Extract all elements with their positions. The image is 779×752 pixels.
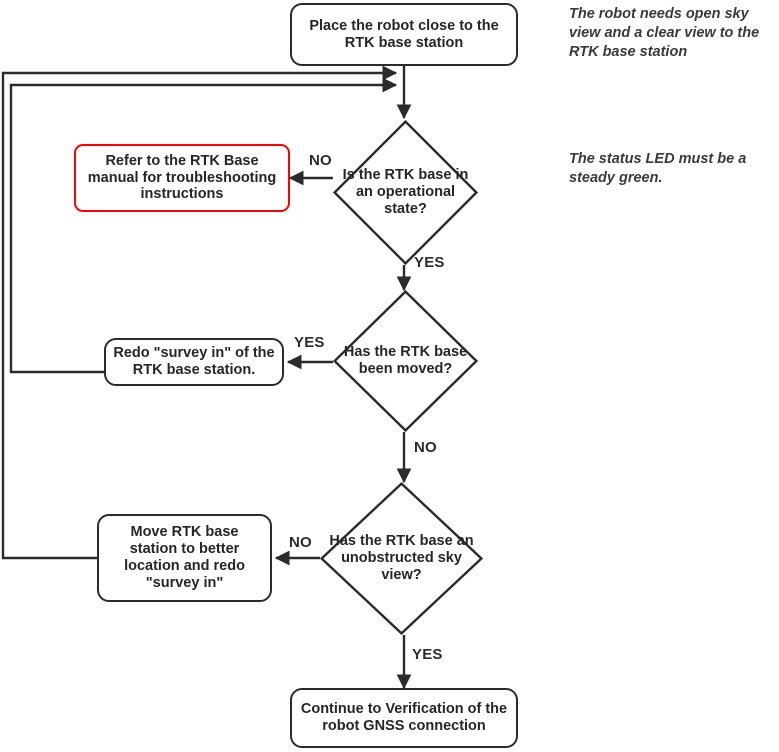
edge-label-operational-yes: YES xyxy=(414,254,445,271)
edge-label-moved-yes: YES xyxy=(294,334,325,351)
node-place-robot-label: Place the robot close to the RTK base st… xyxy=(309,17,499,51)
edge-label-moved-no: NO xyxy=(414,439,437,456)
decision-operational-shape xyxy=(332,119,479,266)
node-continue-verification-label: Continue to Verification of the robot GN… xyxy=(300,701,508,734)
node-decision-sky-view[interactable]: Has the RTK base an unobstructed sky vie… xyxy=(319,481,484,636)
edge-feedback-move-base xyxy=(1,65,398,560)
edge-feedback-redo-survey xyxy=(9,77,398,374)
note-status-led: The status LED must be a steady green. xyxy=(569,151,747,187)
node-refer-manual[interactable]: Refer to the RTK Base manual for trouble… xyxy=(74,144,290,212)
node-refer-manual-label: Refer to the RTK Base manual for trouble… xyxy=(87,152,277,203)
node-continue-verification[interactable]: Continue to Verification of the robot GN… xyxy=(290,688,518,748)
node-redo-survey-label: Redo "survey in" of the RTK base station… xyxy=(113,345,275,378)
node-decision-moved[interactable]: Has the RTK base been moved? xyxy=(332,289,479,433)
decision-moved-shape xyxy=(332,289,479,433)
node-redo-survey[interactable]: Redo "survey in" of the RTK base station… xyxy=(104,338,284,386)
decision-sky-view-shape xyxy=(319,481,484,636)
edge-label-skyview-yes: YES xyxy=(412,646,443,663)
edge-label-operational-no: NO xyxy=(309,152,332,169)
node-decision-operational[interactable]: Is the RTK base in an operational state? xyxy=(332,119,479,266)
node-place-robot[interactable]: Place the robot close to the RTK base st… xyxy=(290,3,518,66)
edge-label-skyview-no: NO xyxy=(289,534,312,551)
note-sky-view: The robot needs open sky view and a clea… xyxy=(569,6,760,61)
node-move-base[interactable]: Move RTK base station to better location… xyxy=(97,514,272,602)
node-move-base-label: Move RTK base station to better location… xyxy=(124,524,245,591)
